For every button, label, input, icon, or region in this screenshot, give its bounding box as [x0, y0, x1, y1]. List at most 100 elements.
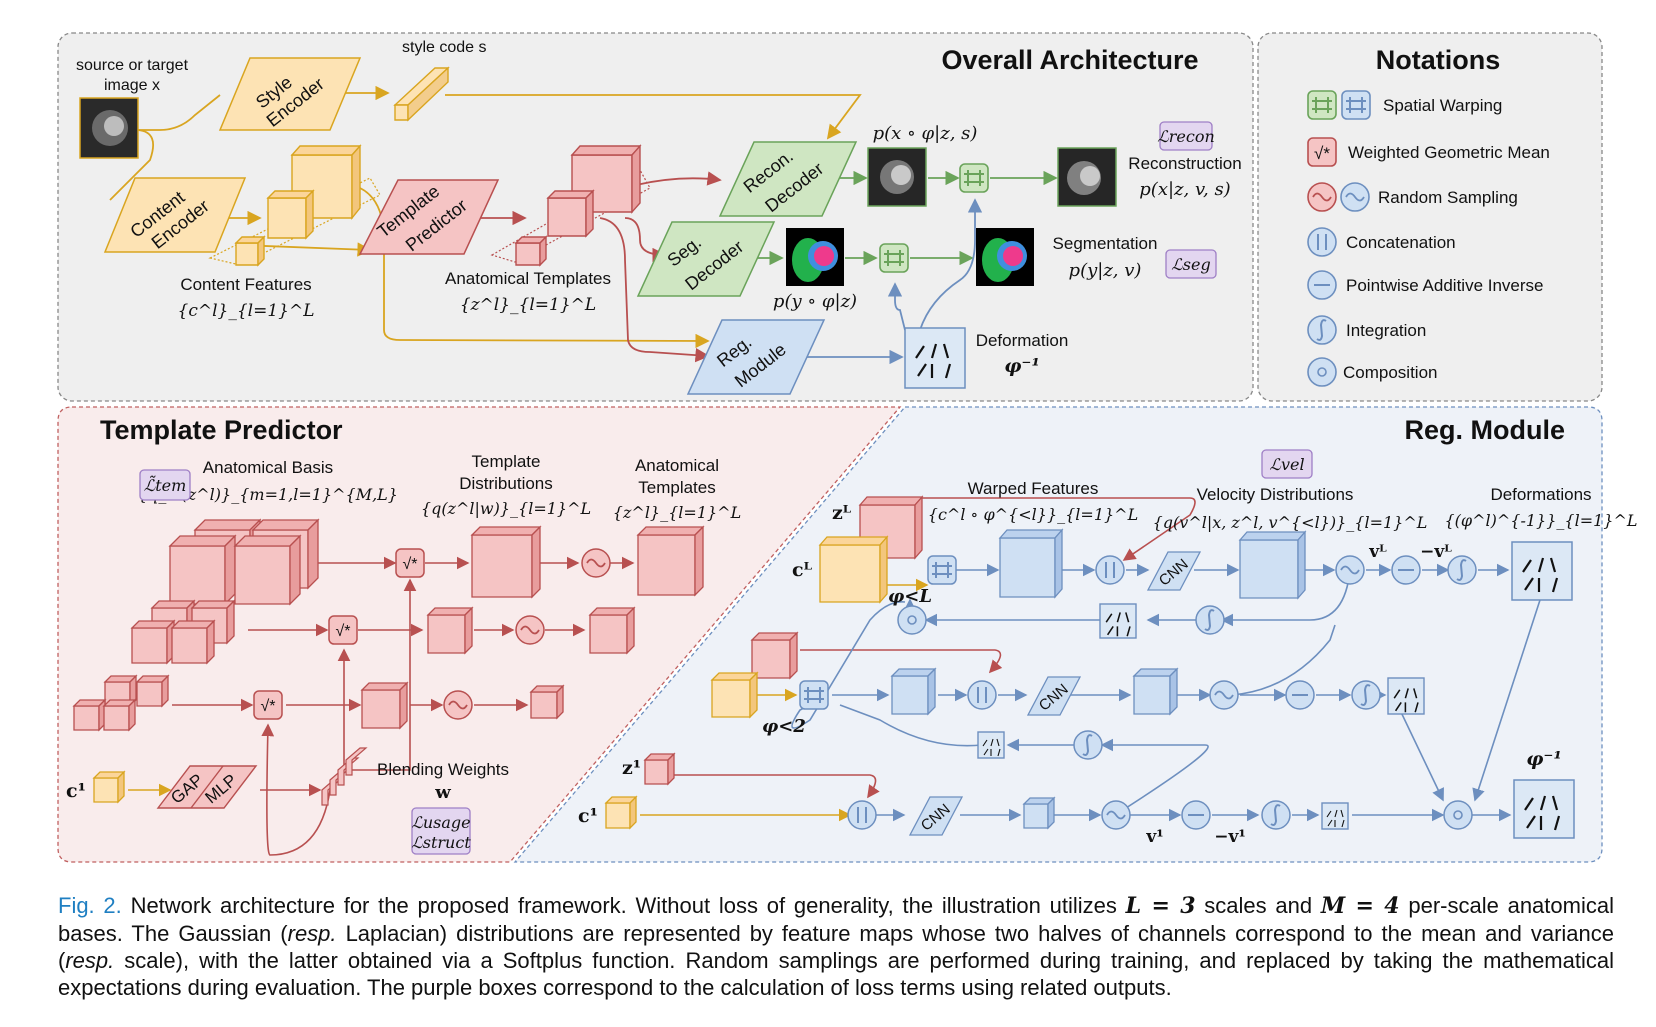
reg-deformation-field-L [1511, 541, 1573, 601]
reg-warp-icon-L [927, 555, 957, 585]
reg-connections [640, 497, 1541, 822]
random-sampling-icon-l1 [443, 690, 473, 720]
tp-c1-label: c¹ [66, 780, 86, 802]
reg-z2-cube [750, 631, 799, 680]
reg-c2-cube [710, 671, 759, 719]
style-code-block [393, 66, 450, 122]
reg-concat-icon-L [1095, 555, 1125, 585]
caption-text-2: scales and [1204, 893, 1313, 918]
spatial-warping-icon [959, 163, 989, 193]
loss-vel-box: ℒvel [1261, 449, 1313, 479]
caption-M-eq: M = 4 [1320, 893, 1400, 919]
reg-integration-icon-mid [1073, 730, 1103, 760]
template-distribution-cube-l1 [360, 681, 409, 730]
reconstruction-image [1057, 147, 1117, 207]
panel-reg-module [513, 406, 1603, 863]
loss-seg-box: ℒseg [1165, 249, 1217, 279]
reg-warp-icon-2 [799, 680, 829, 710]
notation-integration: Integration [1307, 315, 1426, 345]
reg-deformation-field-1 [1321, 802, 1349, 830]
recon-decoder: Recon. Decoder [718, 141, 858, 217]
reconstruction-label: Reconstruction [1128, 154, 1241, 173]
svg-text:√*: √* [335, 623, 350, 640]
tp-basis-cubes-medium [130, 599, 236, 665]
warped-segmentation-image [786, 228, 844, 286]
source-image [79, 97, 139, 159]
reg-sampling-icon-2 [1209, 680, 1239, 710]
wgm-icon-l3: √* [395, 548, 425, 578]
reg-integration-icon-L [1447, 555, 1477, 585]
reg-module-block: Reg. Module [686, 319, 826, 395]
template-distributions-math: {q(z^l|w)}_{l=1}^L [421, 499, 591, 518]
anatomical-template-cube-l2 [588, 606, 636, 655]
notation-weighted-geometric-mean: √* Weighted Geometric Mean [1307, 137, 1550, 167]
anatomical-templates-cubes [490, 144, 651, 267]
style-code-label: style code s [402, 39, 486, 56]
anatomical-templates-label: Anatomical Templates [445, 269, 611, 288]
tp-anatomical-templates-label-2: Templates [638, 478, 715, 497]
deformation-field-icon [904, 327, 966, 389]
tp-basis-cubes-large [168, 518, 320, 606]
tp-anatomical-templates-label-1: Anatomical [635, 456, 719, 475]
svg-text:ℒseg: ℒseg [1171, 255, 1210, 274]
reg-vL-label: vᴸ [1368, 542, 1387, 562]
reg-warped-feature-cube-L [998, 528, 1064, 599]
reg-zL-label: zᴸ [832, 502, 852, 524]
reg-field-small-top [1099, 603, 1137, 639]
segmentation-label: Segmentation [1053, 234, 1158, 253]
caption-text-3: per-scale anatomical bases. The Gaussian… [58, 893, 1614, 946]
warped-features-math: {c^l ∘ φ^{<l}}_{l=1}^L [928, 505, 1138, 524]
reg-integration-icon-1 [1261, 800, 1291, 830]
svg-text:ℒvel: ℒvel [1269, 455, 1304, 474]
anatomical-templates-math: {z^l}_{l=1}^L [460, 295, 596, 315]
reg-z1-cube [643, 752, 676, 786]
source-label-2: image x [104, 77, 160, 94]
reg-inverse-icon-L [1391, 555, 1421, 585]
tp-connections [128, 556, 635, 856]
gap-mlp-block: GAP MLP [156, 765, 258, 809]
reg-neg-vL-label: −vᴸ [1420, 542, 1452, 562]
spatial-warping-icon-seg [879, 243, 909, 273]
reg-neg-v1-label: −v¹ [1214, 827, 1246, 847]
reg-concat-icon-1 [847, 800, 877, 830]
tp-anatomical-templates-math: {z^l}_{l=1}^L [613, 503, 741, 522]
reg-module-title: Reg. Module [1405, 415, 1566, 445]
warped-features-label: Warped Features [968, 479, 1099, 498]
architecture-figure: Overall Architecture Notations Template … [57, 32, 1638, 863]
reg-sampling-icon-L [1335, 555, 1365, 585]
content-encoder: Content Encoder [103, 177, 247, 253]
svg-text:ℒusage: ℒusage [411, 813, 470, 832]
deformations-label: Deformations [1490, 485, 1591, 504]
caption-resp-1: resp. [287, 921, 337, 946]
source-label-1: source or target [76, 57, 189, 74]
notation-pointwise-additive-inverse: Pointwise Additive Inverse [1307, 270, 1544, 300]
blending-weights-bars [321, 747, 368, 806]
notation-composition: Composition [1307, 357, 1438, 387]
svg-text:ℒ̃tem: ℒ̃tem [144, 475, 187, 495]
anatomical-template-cube-l1 [529, 684, 565, 720]
reg-phi-lt2-label: φ<2 [762, 716, 806, 737]
reg-v1-label: v¹ [1145, 827, 1163, 847]
overall-connections [109, 85, 1058, 365]
template-predictor-block: Template Predictor [358, 179, 500, 255]
p-y-phi-label: p(y ∘ φ|z) [773, 291, 857, 312]
content-features-label: Content Features [180, 275, 311, 294]
deformations-math: {(φ^l)^{-1}}_{l=1}^L [1444, 511, 1637, 530]
reg-composition-icon-final [1443, 800, 1473, 830]
reg-cL-label: cᴸ [792, 559, 813, 581]
svg-text:√*: √* [1314, 144, 1330, 163]
segmentation-math: p(y|z, v) [1069, 260, 1142, 281]
caption-text-4: Laplacian) distributions are represented… [58, 921, 1614, 973]
blending-weights-w: w [434, 782, 451, 803]
notation-concatenation: Concatenation [1307, 227, 1456, 257]
notation-label: Composition [1343, 363, 1438, 382]
deformation-label: Deformation [976, 331, 1069, 350]
loss-tem-box: ℒ̃tem [139, 469, 191, 501]
notations-title: Notations [1376, 45, 1501, 75]
reg-phi-inv-label: φ⁻¹ [1526, 748, 1562, 770]
template-distribution-cube-l3 [470, 525, 542, 599]
notation-label: Spatial Warping [1383, 96, 1502, 115]
panel-notations [1257, 32, 1603, 402]
template-distributions-label-1: Template [472, 452, 541, 471]
reg-velocity-cube-L [1238, 530, 1307, 600]
